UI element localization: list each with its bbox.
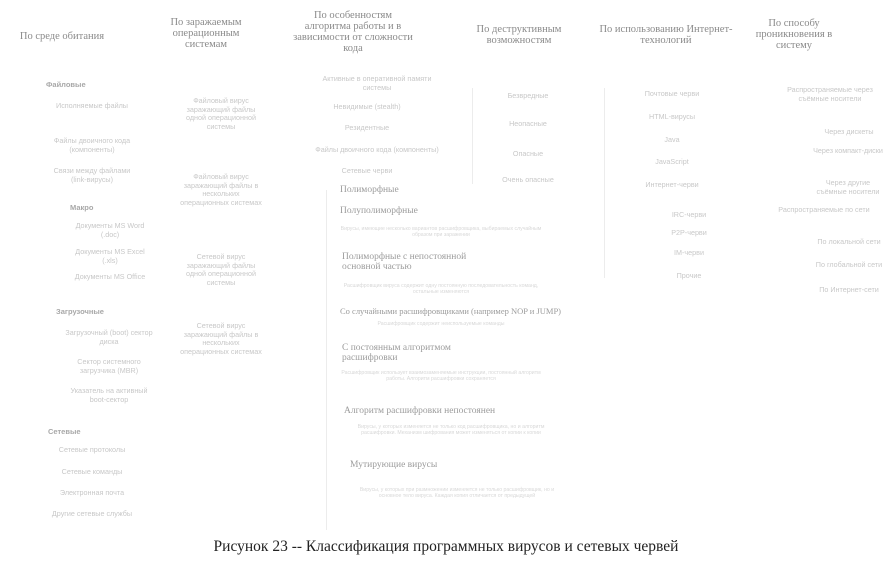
internet-item: P2P-черви [671, 228, 707, 237]
internet-item: IRC-черви [671, 210, 707, 219]
spread-item: Через другие съёмные носители [816, 178, 880, 196]
habitat-item: Электронная почта [59, 488, 125, 497]
habitat-item: Другие сетевые службы [51, 509, 133, 518]
habitat-item: Документы MS Word (.doc) [75, 221, 145, 239]
os-item: Сетевой вирус заражающий файлы в несколь… [180, 321, 262, 356]
algo-item: Невидимые (stealth) [333, 102, 401, 111]
os-item: Сетевой вирус заражающий файлы одной опе… [186, 252, 256, 287]
algo-block-title: Полуполиморфные [340, 206, 418, 216]
spread-item: Распространяемые через съёмные носители [787, 85, 873, 103]
habitat-item: Сетевые протоколы [58, 445, 126, 454]
spread-item: По Интернет-сети [819, 285, 879, 294]
column-header-os: По заражаемым операционным системам [170, 17, 242, 50]
internet-item: HTML-вирусы [649, 112, 695, 121]
habitat-item: Сектор системного загрузчика (MBR) [77, 357, 141, 375]
algo-block-title: Алгоритм расшифровки непостоянен [344, 406, 496, 416]
algo-item: Файлы двоичного кода (компоненты) [315, 145, 439, 154]
spread-item: По локальной сети [817, 237, 881, 246]
column-header-internet: По использованию Интернет-технологий [599, 24, 733, 46]
connector-line [326, 190, 327, 530]
habitat-item: Связи между файлами (link-вирусы) [53, 166, 131, 184]
os-item: Файловый вирус заражающий файлы в нескол… [180, 172, 262, 207]
algo-block-title: С постоянным алгоритмом расшифровки [342, 343, 451, 363]
column-header-algo: По особенностям алгоритма работы и в зав… [293, 10, 413, 54]
internet-item: Почтовые черви [644, 89, 700, 98]
algo-item: Резидентные [344, 123, 390, 132]
destructive-item: Неопасные [509, 119, 547, 128]
habitat-item: Загрузочный (boot) сектор диска [65, 328, 153, 346]
connector-line [472, 88, 473, 184]
group-file: Файловые [46, 80, 86, 89]
column-header-habitat: По среде обитания [19, 31, 105, 42]
habitat-item: Документы MS Excel (.xls) [75, 247, 145, 265]
internet-item: JavaScript [655, 157, 689, 166]
spread-item: Распространяемые по сети [778, 205, 870, 214]
algo-block-title: Мутирующие вирусы [350, 460, 438, 470]
group-macro: Макро [70, 203, 94, 212]
algo-item: Сетевые черви [341, 166, 393, 175]
algo-block-title: Полиморфные с непостоянной основной част… [342, 252, 467, 272]
habitat-item: Указатель на активный boot-сектор [70, 386, 148, 404]
algo-item: Активные в оперативной памяти системы [322, 74, 432, 92]
destructive-item: Очень опасные [502, 175, 554, 184]
group-network: Сетевые [48, 427, 81, 436]
habitat-item: Документы MS Office [74, 272, 146, 281]
connector-line [604, 88, 605, 278]
algo-block-desc: Вирусы, у которых при размножении изменя… [359, 487, 555, 499]
internet-item: Интернет-черви [645, 180, 699, 189]
spread-item: По глобальной сети [815, 260, 883, 269]
habitat-item: Исполняемые файлы [56, 101, 128, 110]
os-item: Файловый вирус заражающий файлы одной оп… [186, 96, 256, 131]
algo-block-desc: Расшифровщик использует взаимозаменяемые… [341, 370, 541, 382]
spread-item: Через компакт-диски [813, 146, 883, 155]
algo-block-title: Со случайными расшифровщиками (например … [340, 306, 562, 316]
internet-item: Прочие [676, 271, 702, 280]
algo-block-desc: Вирусы, имеющие несколько вариантов расш… [340, 226, 542, 238]
algo-block-title: Полиморфные [340, 185, 399, 195]
group-boot: Загрузочные [56, 307, 104, 316]
internet-item: Java [664, 135, 680, 144]
internet-item: IM-черви [674, 248, 704, 257]
destructive-item: Безвредные [507, 91, 549, 100]
habitat-item: Сетевые команды [61, 467, 123, 476]
destructive-item: Опасные [512, 149, 544, 158]
column-header-destructive: По деструктивным возможностям [476, 24, 562, 46]
column-header-spread: По способу проникновения в систему [755, 18, 833, 51]
habitat-item: Файлы двоичного кода (компоненты) [53, 136, 131, 154]
algo-block-desc: Расшифровщик содержит неиспользуемые ком… [377, 321, 505, 327]
spread-item: Через дискеты [824, 127, 874, 136]
algo-block-desc: Расшифровщик вируса содержит одну постоя… [343, 283, 539, 295]
algo-block-desc: Вирусы, у которых изменяется не только к… [357, 424, 545, 436]
figure-caption: Рисунок 23 -- Классификация программных … [213, 538, 679, 555]
